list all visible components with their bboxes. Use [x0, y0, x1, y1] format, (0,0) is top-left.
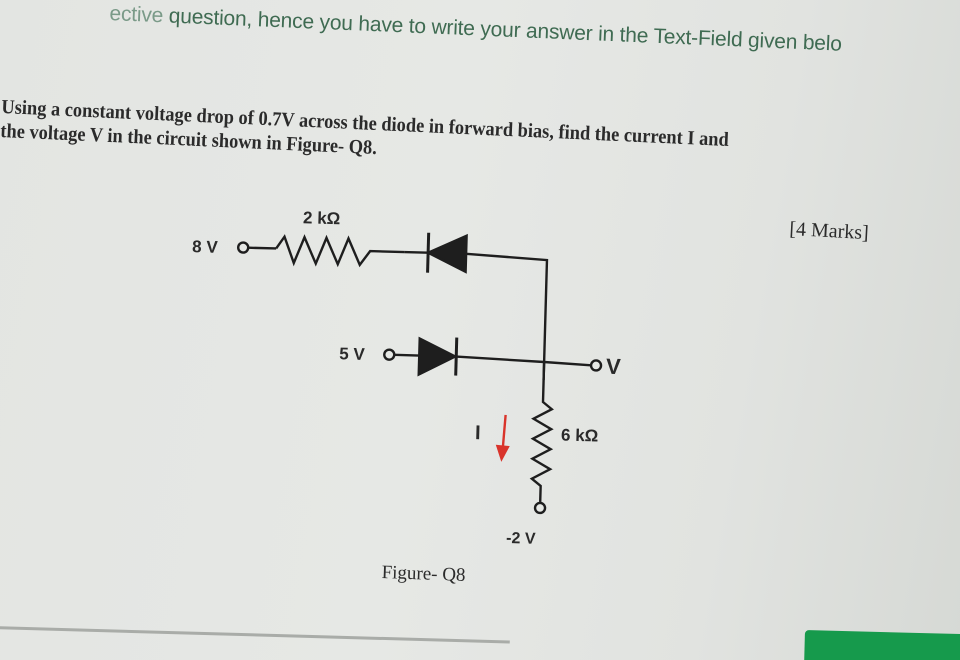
label-minus-2v: -2 V	[506, 530, 536, 548]
label-6k: 6 kΩ	[561, 426, 599, 446]
terminal-minus-2v	[533, 501, 547, 515]
terminal-output-v	[589, 359, 603, 372]
terminal-5v	[383, 348, 396, 361]
figure-caption: Figure- Q8	[381, 562, 466, 586]
label-2k: 2 kΩ	[303, 208, 341, 228]
circuit-group	[236, 232, 603, 515]
diode1-icon	[425, 233, 468, 274]
label-5v: 5 V	[339, 344, 366, 364]
label-output-v: V	[606, 354, 622, 379]
current-arrow-icon	[495, 414, 510, 462]
label-8v: 8 V	[192, 237, 219, 257]
diode2-icon	[417, 336, 458, 377]
resistor-6k-icon	[529, 361, 554, 502]
label-current: I	[475, 422, 481, 444]
submit-button[interactable]	[803, 630, 960, 660]
resistor-2k-icon	[275, 234, 405, 268]
terminal-8v	[236, 241, 250, 254]
